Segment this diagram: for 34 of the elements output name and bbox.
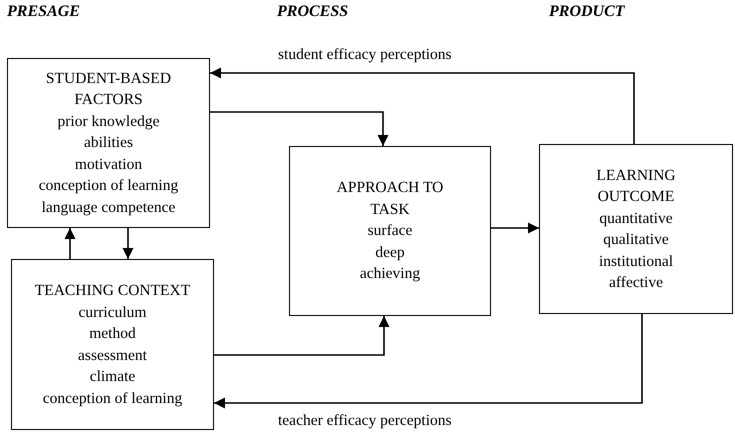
arrow xyxy=(214,314,643,408)
column-heading: PROCESS xyxy=(277,3,348,21)
list-item: conception of learning xyxy=(38,176,178,196)
column-heading: PRODUCT xyxy=(549,3,625,21)
arrow xyxy=(490,222,539,234)
process-box xyxy=(7,58,210,228)
arrow xyxy=(210,68,635,144)
list-item: prior knowledge xyxy=(57,112,160,132)
list-item: achieving xyxy=(360,264,420,284)
list-item: institutional xyxy=(598,252,674,272)
column-heading: PRESAGE xyxy=(7,3,80,21)
arrow xyxy=(64,228,76,259)
list-item: curriculum xyxy=(78,302,146,322)
list-item: conception of learning xyxy=(42,388,182,408)
list-item: quantitative xyxy=(599,208,673,228)
process-box xyxy=(11,259,214,430)
list-item: method xyxy=(89,324,136,344)
list-item: affective xyxy=(609,273,663,293)
list-item: surface xyxy=(368,221,412,242)
process-box xyxy=(539,144,733,314)
list-item: assessment xyxy=(78,346,147,366)
arrow xyxy=(210,111,388,146)
list-item: language competence xyxy=(42,198,176,218)
box-heading: TEACHING CONTEXT xyxy=(34,281,190,301)
arrow xyxy=(214,316,390,356)
arrow xyxy=(122,228,134,259)
list-item: qualitative xyxy=(603,230,669,250)
edge-label: teacher efficacy perceptions xyxy=(278,412,452,430)
list-item: deep xyxy=(375,242,405,263)
list-item: abilities xyxy=(84,133,134,154)
process-box xyxy=(289,146,491,316)
list-item: motivation xyxy=(74,154,142,175)
edge-label: student efficacy perceptions xyxy=(278,46,452,64)
list-item: climate xyxy=(90,367,136,387)
